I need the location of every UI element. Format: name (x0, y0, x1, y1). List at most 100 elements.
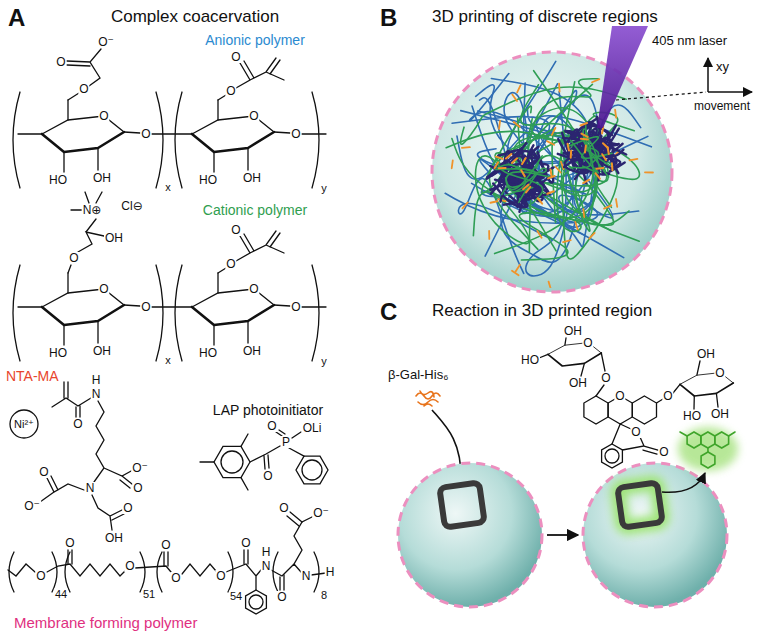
cationic-chain (496, 156, 551, 203)
nta-ma-monomer (616, 199, 617, 207)
atom-label: O⁻ (23, 500, 41, 512)
atom-label: H (261, 546, 272, 558)
cationic-chain (562, 130, 618, 259)
printed-region (439, 482, 484, 527)
polymer-name: LAP photoinitiator (213, 403, 323, 417)
coacervate-droplet (398, 463, 542, 607)
atom-label: O (72, 418, 83, 430)
panel-title: 3D printing of discrete regions (432, 8, 658, 25)
atom-label: OH (104, 232, 124, 244)
lap-structure (200, 430, 328, 490)
nta-ma-monomer (495, 162, 499, 168)
atom-label: O (140, 128, 151, 140)
panel-letter: C (380, 300, 397, 324)
atom-label: OH (563, 325, 583, 337)
atom-label: OH (710, 408, 730, 420)
atom-label: O (122, 502, 133, 514)
polymer-name: Cationic polymer (203, 203, 307, 217)
subscript: x (164, 355, 172, 366)
nta-ma-monomer (512, 158, 517, 163)
nta-ma-monomer (568, 123, 613, 183)
nta-ma-monomer (596, 167, 603, 170)
nta-ma-monomer (538, 198, 542, 203)
panel-letter: B (380, 6, 397, 30)
atom-label: O (248, 110, 259, 122)
nta-ma-monomer (645, 171, 653, 173)
nta-ma-monomer (506, 154, 511, 159)
nta-ma-monomer (604, 205, 611, 208)
nta-ma-monomer (512, 94, 517, 100)
nta-ma-monomer (462, 202, 467, 208)
nta-ma-monomer (547, 191, 554, 194)
crosslinked-network (487, 143, 554, 212)
atom-label: O (658, 446, 669, 458)
nta-ma-monomer (514, 122, 520, 127)
nta-ma-monomer (581, 123, 588, 125)
subscript: 8 (320, 590, 328, 601)
nta-ma-monomer (522, 158, 526, 164)
nta-ma-structure (10, 382, 133, 530)
atom-label: HO (48, 347, 68, 359)
nta-ma-monomer (563, 240, 571, 242)
membrane-outline (432, 52, 672, 292)
axis-label: movement (694, 100, 750, 112)
axis-label: xy (716, 60, 729, 73)
nta-ma-monomer (608, 147, 609, 154)
atom-label: O (225, 85, 236, 97)
nta-ma-monomer (523, 185, 528, 190)
atom-label: O⁻ (97, 36, 115, 48)
fluorescence-glow (617, 482, 662, 527)
nta-ma-monomer (549, 282, 551, 290)
atom-label: O (124, 560, 135, 572)
nta-ma-monomer (499, 167, 506, 169)
atom-label: OH (242, 345, 262, 357)
nta-ma-monomer (499, 121, 500, 129)
nta-ma-monomer (452, 160, 453, 168)
nta-ma-monomer (547, 141, 554, 145)
nta-ma-monomer (462, 146, 470, 149)
atom-label: O (132, 482, 143, 494)
atom-label: OH (242, 172, 262, 184)
atom-label: OH (92, 345, 112, 357)
atom-label: O (64, 537, 75, 549)
reaction-arrow (547, 534, 578, 536)
polymer-network (445, 61, 653, 289)
nta-ma-monomer (558, 84, 560, 92)
nta-ma-monomer (589, 233, 594, 239)
atom-label: O (35, 570, 46, 582)
nta-ma-monomer (452, 79, 653, 289)
panel-letter: A (8, 6, 25, 30)
anionic-structure (13, 49, 326, 188)
panel-title: Reaction in 3D printed region (432, 302, 652, 319)
panel-title: Complex coacervation (111, 8, 279, 25)
nta-ma-monomer (517, 85, 520, 92)
atom-label: H (325, 566, 336, 578)
coacervate-droplet (583, 463, 727, 607)
cationic-structure (13, 192, 326, 361)
atom-label: N (301, 570, 312, 582)
enzyme-label: β-Gal-His₆ (388, 368, 448, 381)
nta-ma-monomer (555, 167, 560, 173)
coacervate-droplet (432, 52, 672, 292)
cationic-chain (568, 126, 612, 177)
atom-label: O (266, 420, 277, 432)
atom-label: O (600, 372, 611, 384)
polymer-name: NTA-MA (6, 369, 59, 383)
nta-ma-monomer (488, 231, 490, 239)
nta-ma-monomer (490, 154, 554, 204)
nta-ma-monomer (592, 79, 599, 82)
atom-label: O (38, 466, 49, 478)
atom-label: OH (104, 532, 124, 544)
enzyme-icon (416, 391, 440, 406)
atom-label: O (662, 390, 673, 402)
axis-arrow (707, 58, 709, 92)
fluorescein-product (680, 432, 735, 468)
ion-label: Ni²⁺ (14, 419, 34, 430)
atom-label: O (225, 258, 236, 270)
atom-label: OH (696, 348, 716, 360)
subscript: x (164, 182, 172, 193)
atom-label: O (582, 337, 593, 349)
atom-label: HO (48, 174, 68, 186)
